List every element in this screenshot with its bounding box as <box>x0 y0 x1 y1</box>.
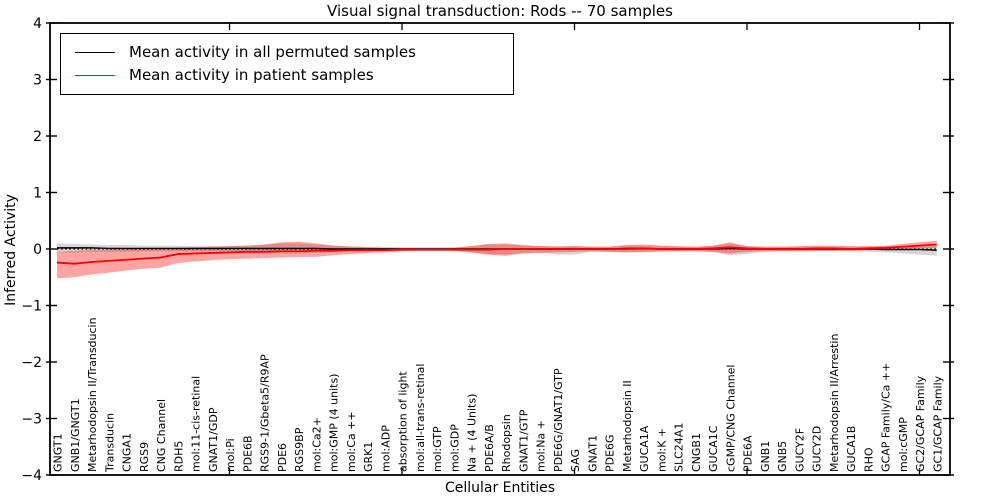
legend-line-permuted-sample <box>75 51 115 53</box>
x-entity-label: GUCY2F <box>793 428 806 472</box>
x-entity-label: GUCY2D <box>811 426 824 472</box>
x-entity-label: GNGT1 <box>52 433 65 472</box>
y-tick-label: −4 <box>21 468 42 484</box>
x-entity-label: mol:GDP <box>448 424 461 472</box>
x-entity-label: Metarhodopsin II/Transducin <box>86 317 99 472</box>
x-entity-label: GNAT1 <box>586 435 599 472</box>
x-entity-label: mol:ADP <box>379 425 392 472</box>
x-entity-label: Rhodopsin <box>500 414 513 472</box>
x-entity-label: GUCA1B <box>845 426 858 472</box>
x-entity-label: mol:Pi <box>224 438 237 472</box>
x-entity-label: PDE6 <box>276 443 289 472</box>
x-entity-label: mol:Ca2+ <box>310 417 323 472</box>
legend-label-permuted: Mean activity in all permuted samples <box>129 42 416 61</box>
y-tick-label: 3 <box>33 73 42 89</box>
x-entity-label: cGMP/CNG Channel <box>724 365 737 473</box>
x-entity-label: CNGB1 <box>690 433 703 472</box>
x-entity-label: mol:GMP (4 units) <box>328 374 341 472</box>
x-entity-label: Metarhodopsin II <box>621 380 634 472</box>
x-entity-label: GNAT1/GDP <box>207 407 220 472</box>
x-entity-label: RHO <box>862 447 875 472</box>
x-entity-label: PDE6B <box>241 435 254 472</box>
chart-title: Visual signal transduction: Rods -- 70 s… <box>327 2 673 20</box>
x-entity-label: GRK1 <box>362 442 375 472</box>
x-axis-ticks <box>228 23 921 475</box>
x-entity-label: PDE6G <box>604 434 617 472</box>
x-axis-title: Cellular Entities <box>444 480 556 496</box>
x-entity-label: SLC24A1 <box>673 423 686 472</box>
y-tick-label: −2 <box>21 355 42 371</box>
x-entity-label: mol:Na + <box>535 420 548 472</box>
x-entity-label: PDE6A/B <box>483 424 496 472</box>
y-axis-title: Inferred Activity <box>3 194 19 306</box>
legend-item-permuted: Mean activity in all permuted samples <box>61 42 513 61</box>
patient-mean-line <box>56 243 937 265</box>
x-entity-label: Metarhodopsin II/Arrestin <box>828 334 841 472</box>
x-entity-label: mol:GTP <box>431 426 444 472</box>
x-entity-label: GUCA1C <box>707 425 720 472</box>
x-entity-label: SAG <box>569 449 582 472</box>
x-entity-label: Na + (4 Units) <box>466 394 479 472</box>
x-entity-label: GNB1 <box>759 441 772 472</box>
x-entity-label: absorption of light <box>397 371 410 472</box>
x-entity-label: CNGA1 <box>121 433 134 472</box>
x-entity-label: CNG Channel <box>155 399 168 472</box>
x-entity-label: RGS9BP <box>293 427 306 472</box>
x-entity-label: GC1/GCAP Family <box>931 375 944 472</box>
x-entity-label: mol:K + <box>655 428 668 472</box>
legend-line-patient-sample <box>75 75 115 77</box>
x-entity-label: GUCA1A <box>638 425 651 472</box>
y-axis-ticks: 4 3 2 1 0 −1 −2 −3 −4 <box>21 16 954 484</box>
y-tick-label: 2 <box>33 129 42 145</box>
y-tick-label: −1 <box>21 299 42 315</box>
x-entity-label: GNAT1/GTP <box>517 409 530 472</box>
x-entity-label: PDE6G/GNAT1/GTP <box>552 368 565 472</box>
x-entity-label: GC2/GCAP Family <box>914 375 927 472</box>
y-tick-label: −3 <box>21 412 42 428</box>
x-entity-labels: GNGT1 GNB1/GNGT1 Metarhodopsin II/Transduc… <box>52 317 945 473</box>
x-entity-label: RGS9 <box>138 442 151 472</box>
x-entity-label: RGS9-1/Gbeta5/R9AP <box>259 354 272 472</box>
x-entity-label: GCAP Family/Ca ++ <box>880 363 893 472</box>
x-entity-label: mol:11-cis-retinal <box>190 376 203 472</box>
patient-band <box>57 240 937 279</box>
y-tick-label: 0 <box>33 242 42 258</box>
x-entity-label: Transducin <box>103 413 116 473</box>
legend-label-patient: Mean activity in patient samples <box>129 66 374 85</box>
y-tick-label: 4 <box>33 16 42 32</box>
y-tick-label: 1 <box>33 186 42 202</box>
x-entity-label: PDE6A <box>742 435 755 472</box>
x-entity-label: mol:all-trans-retinal <box>414 364 427 472</box>
x-entity-label: GNB5 <box>776 441 789 472</box>
legend-item-patient: Mean activity in patient samples <box>61 68 513 83</box>
x-entity-label: RDH5 <box>172 441 185 472</box>
x-entity-label: mol:cGMP <box>897 417 910 472</box>
x-entity-label: mol:Ca ++ <box>345 411 358 472</box>
x-entity-label: GNB1/GNGT1 <box>69 398 82 472</box>
legend: Mean activity in all permuted samples Me… <box>60 33 514 95</box>
